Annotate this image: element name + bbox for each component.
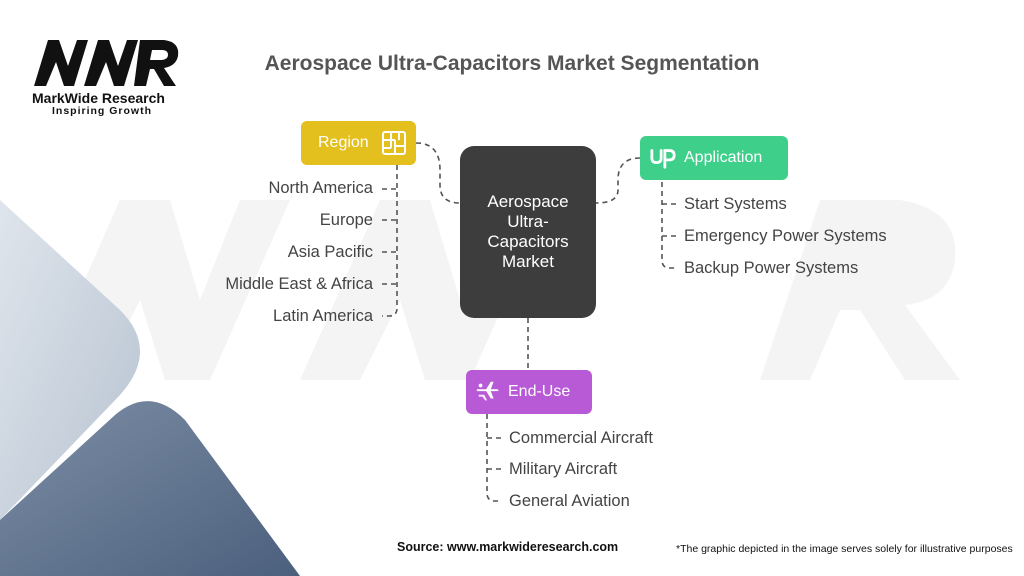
region-item: Latin America — [273, 307, 373, 325]
center-label: Aerospace Ultra-Capacitors Market — [487, 192, 569, 271]
light-shape — [0, 200, 140, 520]
application-item: Backup Power Systems — [684, 259, 859, 277]
connector-region-list — [382, 165, 398, 317]
mwr-logo-mark — [34, 40, 179, 86]
end-use-label: End-Use — [508, 383, 571, 400]
category-region: Region — [301, 121, 416, 165]
end-use-item: Military Aircraft — [509, 460, 618, 478]
region-item: Middle East & Africa — [225, 275, 373, 293]
up-logo-icon — [650, 145, 676, 171]
logo-tagline: Inspiring Growth — [52, 105, 152, 117]
region-item: North America — [268, 179, 373, 197]
page-title: Aerospace Ultra-Capacitors Market Segmen… — [264, 52, 760, 75]
end-use-item: General Aviation — [509, 492, 630, 510]
region-item: Europe — [319, 211, 373, 229]
application-label: Application — [684, 149, 763, 166]
region-label: Region — [318, 134, 369, 151]
map-grid-icon — [381, 130, 407, 156]
category-end-use: End-Use — [466, 370, 592, 414]
category-application: Application — [640, 136, 788, 180]
region-item: Asia Pacific — [287, 243, 373, 261]
application-item: Emergency Power Systems — [684, 227, 887, 245]
logo: MarkWide Research Inspiring Growth — [30, 36, 190, 117]
center-node: Aerospace Ultra-Capacitors Market — [460, 146, 596, 318]
source-text: Source: www.markwideresearch.com — [397, 540, 619, 554]
disclaimer-text: *The graphic depicted in the image serve… — [676, 543, 1013, 555]
logo-name: MarkWide Research — [32, 90, 165, 106]
connector-application — [595, 157, 641, 204]
connector-region — [415, 142, 461, 204]
connector-end-use-list — [486, 414, 502, 502]
application-item: Start Systems — [684, 195, 787, 213]
end-use-item: Commercial Aircraft — [509, 429, 653, 447]
dark-shape — [0, 401, 300, 576]
connector-application-list — [661, 182, 677, 269]
aircraft-icon — [475, 379, 501, 405]
